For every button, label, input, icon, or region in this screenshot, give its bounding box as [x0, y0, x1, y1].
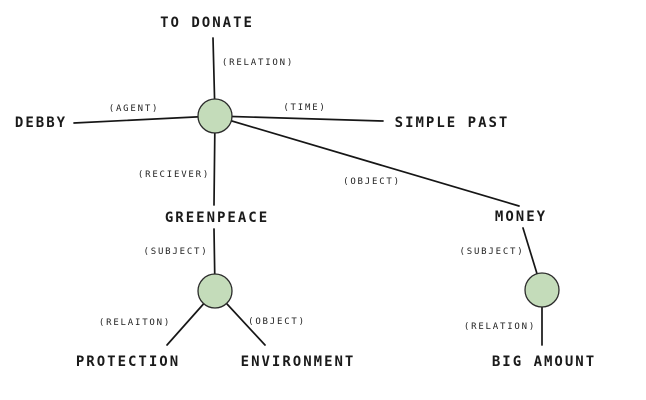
edge-label-object-money: (OBJECT) [343, 177, 401, 187]
concept-label-money: MONEY [494, 209, 548, 225]
edge-label-relaiton: (RELAITON) [98, 318, 172, 328]
edge-label-agent: (AGENT) [108, 104, 160, 114]
edge-label-subject-right: (SUBJECT) [459, 247, 525, 257]
concept-label-debby: DEBBY [14, 115, 68, 131]
concept-label-protection: PROTECTION [75, 354, 181, 370]
junction-donate-node [197, 98, 233, 134]
edge-line-object-money [214, 115, 520, 207]
edge-label-object-bottom: (OBJECT) [248, 317, 306, 327]
edge-label-reciever: (RECIEVER) [137, 170, 211, 180]
concept-label-environment: ENVIRONMENT [240, 354, 356, 370]
edge-label-time: (TIME) [283, 103, 327, 113]
edge-label-relation-top: (RELATION) [221, 58, 295, 68]
edge-line-time [214, 115, 384, 122]
junction-money-node [524, 272, 560, 308]
concept-label-big-amount: BIG AMOUNT [491, 354, 597, 370]
edge-label-relation-bottom: (RELATION) [463, 322, 537, 332]
concept-label-simple-past: SIMPLE PAST [394, 115, 510, 131]
junction-greenpeace-node [197, 273, 233, 309]
edge-line-agent [73, 115, 216, 124]
edge-label-subject-left: (SUBJECT) [143, 247, 209, 257]
concept-label-greenpeace: GREENPEACE [164, 210, 270, 226]
concept-label-to-donate: TO DONATE [160, 15, 254, 31]
